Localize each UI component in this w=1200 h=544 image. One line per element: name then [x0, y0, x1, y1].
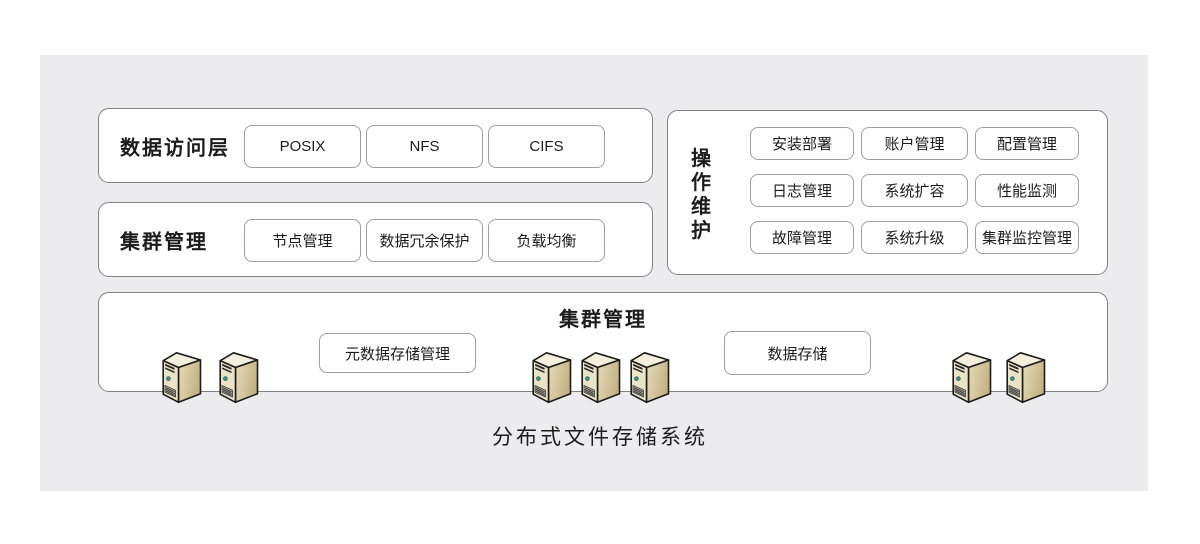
- system-expansion-node: 系统扩容: [861, 174, 968, 207]
- diagram-caption: 分布式文件存储系统: [492, 426, 708, 449]
- server-tower-icon: [532, 351, 572, 404]
- performance-monitoring-node: 性能监测: [975, 174, 1079, 207]
- node-management-node: 节点管理: [244, 219, 361, 262]
- operation-maintenance-title: 操 作 维 护: [686, 147, 716, 243]
- operation-maintenance-box: 操 作 维 护 安装部署 账户管理 配置管理 日志管理 系统扩容 性能监测 故障…: [667, 110, 1108, 275]
- data-redundancy-node: 数据冗余保护: [366, 219, 483, 262]
- storage-cluster-title: 集群管理: [559, 309, 647, 331]
- posix-node: POSIX: [244, 125, 361, 168]
- ops-title-char: 作: [691, 172, 711, 194]
- server-tower-icon: [630, 351, 670, 404]
- metadata-storage-management-node: 元数据存储管理: [319, 333, 476, 373]
- cluster-monitoring-management-node: 集群监控管理: [975, 221, 1079, 254]
- data-storage-node: 数据存储: [724, 331, 871, 375]
- diagram-background-panel: 数据访问层 POSIX NFS CIFS 集群管理 节点管理 数据冗余保护 负载…: [40, 55, 1148, 491]
- ops-title-char: 维: [691, 196, 711, 218]
- fault-management-node: 故障管理: [750, 221, 854, 254]
- config-management-node: 配置管理: [975, 127, 1079, 160]
- ops-title-char: 操: [691, 148, 711, 170]
- cluster-management-title: 集群管理: [120, 231, 208, 253]
- system-upgrade-node: 系统升级: [861, 221, 968, 254]
- cifs-node: CIFS: [488, 125, 605, 168]
- log-management-node: 日志管理: [750, 174, 854, 207]
- operation-maintenance-grid: 安装部署 账户管理 配置管理 日志管理 系统扩容 性能监测 故障管理 系统升级 …: [750, 127, 1079, 254]
- ops-title-char: 护: [691, 220, 711, 242]
- storage-cluster-box: 集群管理 元数据存储管理 数据存储: [98, 292, 1108, 392]
- load-balancing-node: 负载均衡: [488, 219, 605, 262]
- account-management-node: 账户管理: [861, 127, 968, 160]
- server-tower-icon: [581, 351, 621, 404]
- nfs-node: NFS: [366, 125, 483, 168]
- data-access-layer-box: 数据访问层 POSIX NFS CIFS: [98, 108, 653, 183]
- server-tower-icon: [1006, 351, 1046, 404]
- data-access-layer-title: 数据访问层: [120, 137, 230, 159]
- server-tower-icon: [219, 351, 259, 404]
- server-tower-icon: [952, 351, 992, 404]
- install-deploy-node: 安装部署: [750, 127, 854, 160]
- cluster-management-box: 集群管理 节点管理 数据冗余保护 负载均衡: [98, 202, 653, 277]
- server-tower-icon: [162, 351, 202, 404]
